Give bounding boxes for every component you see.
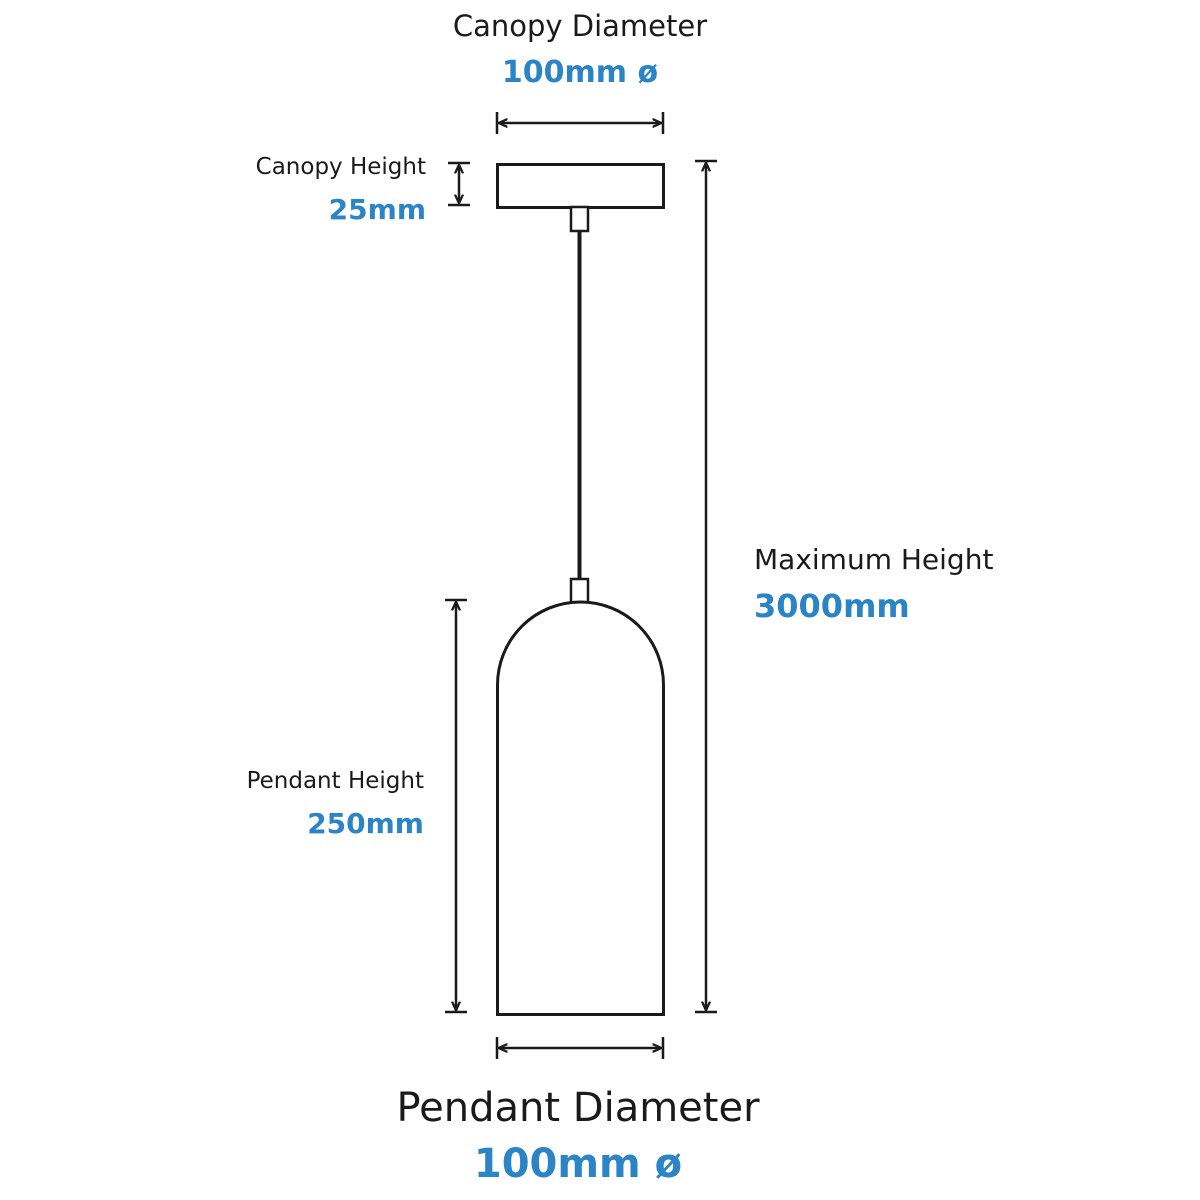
- canopy-height-value: 25mm: [328, 193, 426, 226]
- canopy-diameter-value: 100mm ø: [501, 55, 659, 90]
- pendant-diameter-value: 100mm ø: [473, 1141, 683, 1187]
- canopy-cord-grip: [569, 205, 590, 233]
- maximum-height-label: Maximum Height: [754, 543, 994, 576]
- maximum-height-dimension: [695, 159, 717, 1014]
- canopy-diameter-dimension: [495, 112, 665, 134]
- pendant-height-dimension: [445, 598, 467, 1014]
- canopy-height-label: Canopy Height: [255, 154, 426, 180]
- canopy-height-dimension: [448, 161, 470, 207]
- maximum-height-value: 3000mm: [754, 587, 910, 625]
- pendant-shade: [496, 600, 665, 1016]
- pendant-diameter-dimension: [495, 1037, 665, 1059]
- canopy: [496, 163, 665, 209]
- canopy-diameter-label: Canopy Diameter: [452, 9, 708, 43]
- pendant-diameter-label: Pendant Diameter: [396, 1085, 760, 1131]
- pendant-height-label: Pendant Height: [246, 768, 424, 794]
- pendant-cord-grip: [569, 577, 590, 605]
- pendant-height-value: 250mm: [307, 807, 424, 840]
